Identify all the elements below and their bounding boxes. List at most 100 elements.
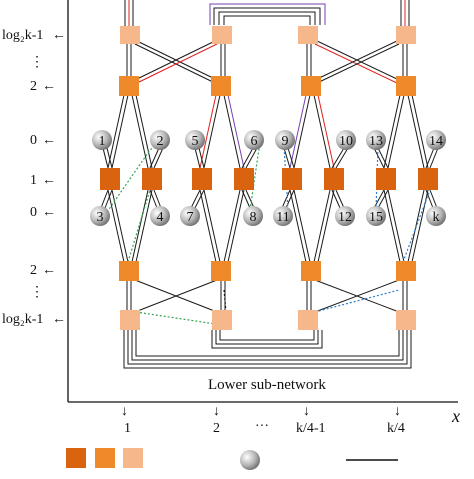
host-node: 1 <box>92 130 112 150</box>
x-axis-label: x <box>451 406 460 426</box>
host-number-label: 2 <box>157 134 164 149</box>
vertical-dots-icon: ⋮ <box>30 55 44 70</box>
mid-switches <box>119 76 416 281</box>
switch-l1-2 <box>142 168 162 190</box>
switch-top-2 <box>212 26 232 44</box>
host-node: 3 <box>90 206 110 226</box>
level-label-1: 1 <box>30 173 37 188</box>
x-tick-label: 2 <box>213 421 220 436</box>
legend-swatch-dark <box>66 448 86 468</box>
switch-top-4 <box>396 26 416 44</box>
host-number-label: 10 <box>339 134 353 149</box>
down-arrow-icon: ↓ <box>394 404 401 419</box>
host-node: 10 <box>336 130 356 150</box>
level-label-0-lower: 0 <box>30 205 37 220</box>
switch-l2-bottom-3 <box>301 261 321 281</box>
host-number-label: 3 <box>97 210 104 225</box>
switch-l1-6 <box>324 168 344 190</box>
switch-l1-7 <box>376 168 396 190</box>
host-number-label: 14 <box>429 134 443 149</box>
level1-switches <box>100 168 438 190</box>
level-label-top-log: log₂k-1 <box>2 28 43 43</box>
host-number-label: 7 <box>187 210 194 225</box>
host-number-label: 1 <box>99 134 106 149</box>
legend-swatch-mid <box>95 448 115 468</box>
level-label-bottom-2: 2 <box>30 263 37 278</box>
host-node: 11 <box>273 206 293 226</box>
arrow-icon: ← <box>52 28 66 43</box>
level-label-0-upper: 0 <box>30 133 37 148</box>
x-tick-label: 1 <box>124 421 131 436</box>
host-number-label: 11 <box>276 210 289 225</box>
mid-to-level1-wires <box>107 94 429 169</box>
switch-l2-top-3 <box>301 76 321 96</box>
arrow-icon: ← <box>42 133 56 148</box>
legend <box>66 448 398 470</box>
switch-top-3 <box>298 26 318 44</box>
switch-l1-5 <box>282 168 302 190</box>
switch-l2-top-1 <box>119 76 139 96</box>
upper-host-nodes: 1 2 5 6 9 10 13 14 <box>92 130 446 150</box>
y-axis-labels: log₂k-1 ← ⋮ 2 ← 0 ← 1 ← 0 ← 2 ← ⋮ log₂k-… <box>2 28 66 327</box>
host-number-label: 12 <box>338 210 352 225</box>
host-node: 13 <box>366 130 386 150</box>
arrow-icon: ← <box>42 263 56 278</box>
switch-l2-top-2 <box>211 76 231 96</box>
down-arrow-icon: ↓ <box>213 404 220 419</box>
host-stems <box>100 147 439 209</box>
host-node: 9 <box>275 130 295 150</box>
lower-host-nodes: 3 4 7 8 11 12 15 k <box>90 206 446 226</box>
top-vertical-wires <box>124 0 410 28</box>
down-arrow-icon: ↓ <box>121 404 128 419</box>
host-node: 12 <box>335 206 355 226</box>
host-node: k <box>426 206 446 226</box>
switch-l2-bottom-4 <box>396 261 416 281</box>
host-node: 14 <box>426 130 446 150</box>
host-node: 2 <box>150 130 170 150</box>
level-label-top-2: 2 <box>30 79 37 94</box>
arrow-icon: ← <box>42 205 56 220</box>
switch-top-1 <box>120 26 140 44</box>
upper-crossing-wires <box>126 39 408 85</box>
host-number-label: 5 <box>192 134 199 149</box>
host-node: 8 <box>243 206 263 226</box>
lower-subnetwork-label: Lower sub-network <box>208 377 326 393</box>
light-switches <box>120 26 416 330</box>
switch-l2-top-4 <box>396 76 416 96</box>
switch-l1-8 <box>418 168 438 190</box>
down-arrow-icon: ↓ <box>303 404 310 419</box>
host-number-label: 8 <box>250 210 257 225</box>
switch-l1-3 <box>192 168 212 190</box>
x-tick-label: ··· <box>255 419 269 434</box>
x-tick-label: k/4 <box>387 421 405 436</box>
switch-l2-bottom-1 <box>119 261 139 281</box>
arrow-icon: ← <box>52 312 66 327</box>
top-loop-wires <box>209 3 326 25</box>
host-number-label: k <box>433 210 440 225</box>
level-label-bottom-log: log₂k-1 <box>2 312 43 327</box>
host-node: 4 <box>150 206 170 226</box>
level1-to-lower-mid-wires <box>107 189 429 263</box>
arrow-icon: ← <box>42 79 56 94</box>
arrow-icon: ← <box>42 173 56 188</box>
host-node: 15 <box>366 206 386 226</box>
switch-l1-4 <box>234 168 254 190</box>
bottom-loop-wires <box>123 330 412 369</box>
x-tick-label: k/4-1 <box>296 421 326 436</box>
host-number-label: 6 <box>251 134 258 149</box>
switch-l1-1 <box>100 168 120 190</box>
host-number-label: 13 <box>369 134 383 149</box>
switch-bottom-2 <box>212 310 232 330</box>
host-number-label: 4 <box>157 210 164 225</box>
legend-host-icon <box>240 450 260 470</box>
host-node: 5 <box>185 130 205 150</box>
legend-swatch-light <box>123 448 143 468</box>
host-node: 7 <box>180 206 200 226</box>
host-node: 6 <box>244 130 264 150</box>
host-number-label: 9 <box>282 134 289 149</box>
x-axis-ticks: ↓ ↓ ↓ ↓ 1 2 ··· k/4-1 k/4 x <box>121 404 460 436</box>
switch-bottom-4 <box>396 310 416 330</box>
host-number-label: 15 <box>369 210 383 225</box>
